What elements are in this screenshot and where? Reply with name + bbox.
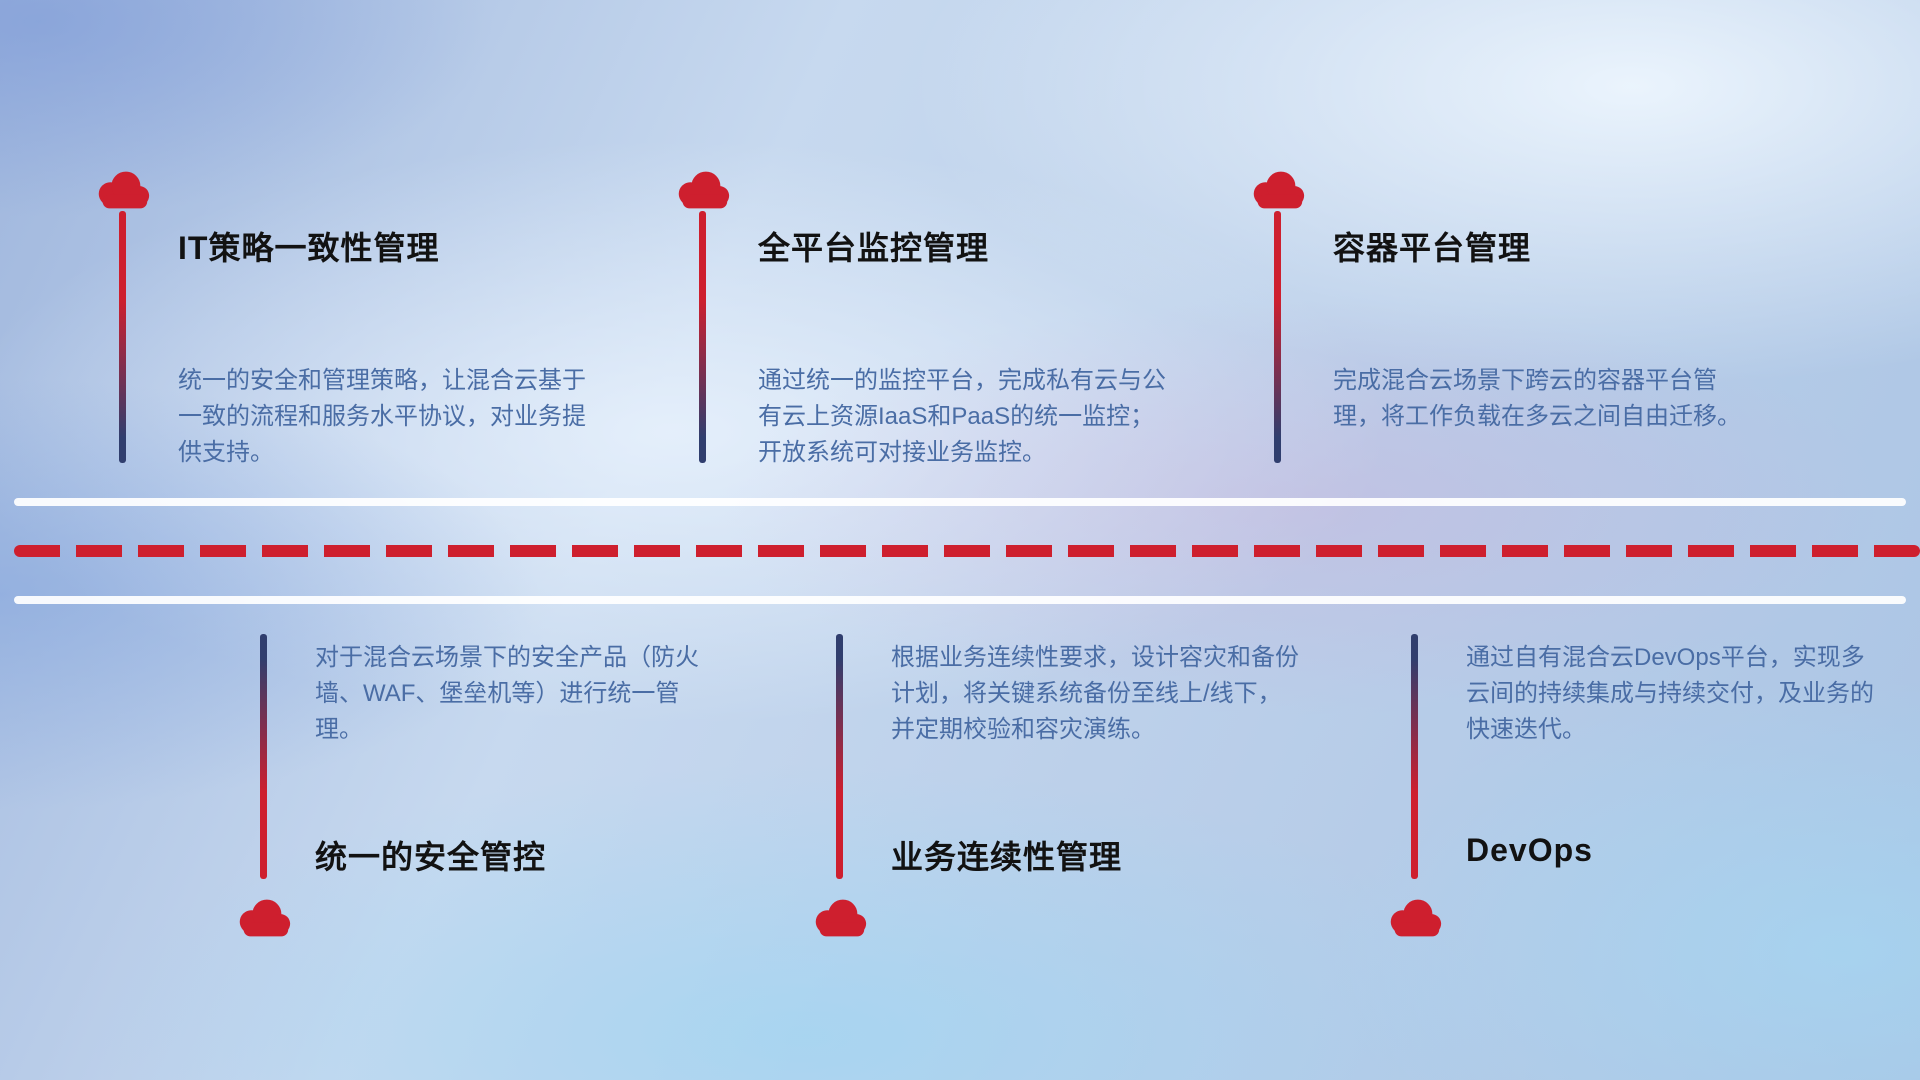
timeline-stem [699, 211, 706, 463]
cloud-icon [808, 895, 870, 939]
divider-line-bottom [14, 596, 1906, 604]
feature-item-security-control: 对于混合云场景下的安全产品（防火墙、WAF、堡垒机等）进行统一管理。 统一的安全… [239, 634, 723, 944]
timeline-stem [1274, 211, 1281, 463]
cloud-icon [1383, 895, 1445, 939]
feature-title: 业务连续性管理 [891, 839, 1123, 875]
feature-title: DevOps [1466, 832, 1593, 868]
cloud-icon [91, 167, 153, 211]
divider-line-top [14, 498, 1906, 506]
feature-description: 根据业务连续性要求，设计容灾和备份计划，将关键系统备份至线上/线下，并定期校验和… [891, 644, 1299, 743]
feature-item-container-platform: 容器平台管理 完成混合云场景下跨云的容器平台管理，将工作负载在多云之间自由迁移。 [1253, 167, 1741, 467]
feature-description: 统一的安全和管理策略，让混合云基于一致的流程和服务水平协议，对业务提供支持。 [178, 367, 586, 466]
timeline-stem [119, 211, 126, 463]
cloud-icon [1246, 167, 1308, 211]
feature-title: 容器平台管理 [1333, 230, 1532, 266]
feature-item-it-policy: IT策略一致性管理 统一的安全和管理策略，让混合云基于一致的流程和服务水平协议，… [98, 167, 586, 467]
feature-item-monitoring: 全平台监控管理 通过统一的监控平台，完成私有云与公有云上资源IaaS和PaaS的… [678, 167, 1166, 467]
feature-title: IT策略一致性管理 [178, 230, 440, 266]
feature-description: 通过统一的监控平台，完成私有云与公有云上资源IaaS和PaaS的统一监控；开放系… [758, 367, 1166, 466]
feature-title: 统一的安全管控 [315, 839, 547, 875]
dashed-timeline [14, 545, 1920, 557]
cloud-icon [671, 167, 733, 211]
timeline-stem [260, 634, 267, 879]
feature-item-business-continuity: 根据业务连续性要求，设计容灾和备份计划，将关键系统备份至线上/线下，并定期校验和… [815, 634, 1299, 944]
feature-description: 通过自有混合云DevOps平台，实现多云间的持续集成与持续交付，及业务的快速迭代… [1466, 644, 1874, 743]
timeline-stem [1411, 634, 1418, 879]
cloud-icon [232, 895, 294, 939]
feature-item-devops: 通过自有混合云DevOps平台，实现多云间的持续集成与持续交付，及业务的快速迭代… [1390, 634, 1874, 944]
feature-description: 完成混合云场景下跨云的容器平台管理，将工作负载在多云之间自由迁移。 [1333, 367, 1741, 430]
timeline-stem [836, 634, 843, 879]
feature-title: 全平台监控管理 [758, 230, 990, 266]
feature-description: 对于混合云场景下的安全产品（防火墙、WAF、堡垒机等）进行统一管理。 [315, 644, 699, 743]
